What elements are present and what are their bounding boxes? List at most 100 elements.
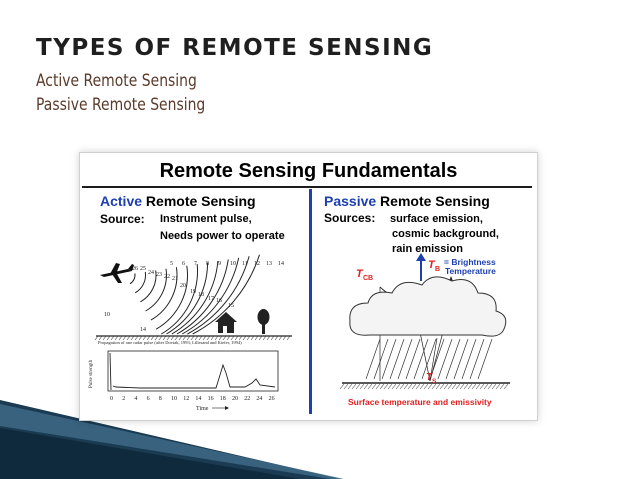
active-source-line-2: Needs power to operate [160, 230, 285, 242]
ground-hatch [174, 335, 179, 341]
bullet-active-remote-sensing: Active Remote Sensing [36, 71, 197, 91]
passive-sources-label: Sources: [324, 211, 376, 225]
ground-hatch [194, 335, 199, 341]
ground-hatch [94, 335, 99, 341]
ground-hatch [170, 335, 175, 341]
ground-hatch [166, 335, 171, 341]
curve-number: 26 [132, 266, 138, 272]
time-tick: 4 [134, 396, 137, 402]
time-tick: 10 [171, 396, 177, 402]
tcb-sub: CB [363, 275, 373, 282]
ground-hatch [355, 383, 361, 390]
ground-hatch [463, 383, 469, 390]
ground-hatch [266, 335, 271, 341]
top-number: 14 [278, 261, 284, 267]
active-heading-accent: Active [100, 193, 143, 209]
ground-hatch [411, 383, 417, 390]
ground-hatch [190, 335, 195, 341]
top-number: 5 [170, 261, 173, 267]
ground-hatch [419, 383, 425, 390]
time-tick: 16 [208, 396, 214, 402]
top-number: 9 [218, 261, 221, 267]
wavefront-arc [181, 257, 240, 335]
ground-hatch [282, 335, 287, 341]
airplane-icon [100, 263, 134, 283]
curve-number: 14 [140, 327, 146, 333]
curve-number: 20 [180, 283, 186, 289]
rain-streak [469, 338, 485, 380]
ground-hatch [391, 383, 397, 390]
ground-hatch [226, 335, 231, 341]
top-number: 11 [242, 261, 248, 267]
time-tick: 14 [195, 396, 201, 402]
ground-hatch [182, 335, 187, 341]
passive-source-line-1: surface emission, [390, 213, 483, 225]
ts-label: T [426, 372, 433, 383]
pulse-axis-label: Pulse strength [89, 359, 94, 388]
passive-heading-rest: Remote Sensing [376, 193, 490, 209]
curve-number: 24 [148, 270, 154, 276]
time-tick: 26 [269, 396, 275, 402]
ground-hatch [154, 335, 159, 341]
passive-source-line-2: cosmic background, [392, 228, 499, 240]
ground-hatch [158, 335, 163, 341]
ground-hatch [363, 383, 369, 390]
ground-hatch [483, 383, 489, 390]
ground-hatch [423, 383, 429, 390]
ground-hatch [246, 335, 251, 341]
ground-hatch [427, 383, 433, 390]
time-tick: 18 [220, 396, 226, 402]
top-number: 7 [194, 261, 197, 267]
ground-hatch [435, 383, 441, 390]
ground-hatch [451, 383, 457, 390]
wavefront-arc [140, 270, 157, 303]
time-tick: 6 [147, 396, 150, 402]
time-label: Time [196, 406, 209, 412]
rain-streak [381, 338, 397, 380]
rain-streak [461, 338, 477, 380]
ground-hatch [407, 383, 413, 390]
curve-number: 21 [172, 276, 178, 282]
ground-hatch [359, 383, 365, 390]
wavefront-arc [187, 256, 250, 335]
rain-streak [389, 338, 405, 380]
ground-hatch [471, 383, 477, 390]
wavefront-arc [192, 254, 260, 335]
rain-streak [413, 338, 429, 380]
slide-title: TYPES OF REMOTE SENSING [36, 35, 434, 61]
wavefront-arc [155, 265, 188, 330]
top-number: 6 [182, 261, 185, 267]
figure-title-rule [82, 186, 532, 188]
ground-hatch [431, 383, 437, 390]
ground-hatch [270, 335, 275, 341]
time-tick: 24 [256, 396, 262, 402]
wavefront-arc [150, 267, 178, 321]
time-tick: 0 [110, 396, 113, 402]
curve-number: 22 [164, 274, 170, 280]
figure-title: Remote Sensing Fundamentals [159, 160, 458, 182]
ground-hatch [447, 383, 453, 390]
rain-streak [437, 338, 453, 380]
top-number: 12 [254, 261, 260, 267]
ground-hatch [242, 335, 247, 341]
ground-hatch [286, 335, 291, 341]
curve-number: 18 [198, 292, 204, 298]
tb-desc-2: Temperature [445, 266, 496, 276]
ground-hatch [238, 335, 243, 341]
wavefront-arc [145, 268, 167, 312]
time-tick: 8 [159, 396, 162, 402]
ground-hatch [138, 335, 143, 341]
wavefront-arc [129, 273, 136, 285]
rain-streak [445, 338, 461, 380]
ground-hatch [455, 383, 461, 390]
ground-hatch [126, 335, 131, 341]
active-heading: Active Remote Sensing [100, 193, 256, 209]
ground-hatch [234, 335, 239, 341]
passive-heading-accent: Passive [324, 193, 377, 209]
ground-hatch [487, 383, 493, 390]
ground-hatch [110, 335, 115, 341]
ground-hatch [254, 335, 259, 341]
ground-hatch [134, 335, 139, 341]
ground-hatch [379, 383, 385, 390]
